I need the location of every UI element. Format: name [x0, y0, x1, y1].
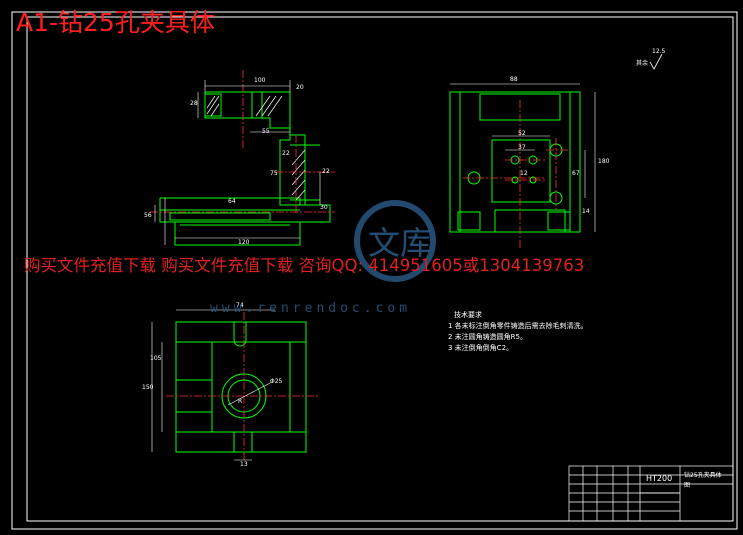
- watermark-logo: 文库: [354, 200, 436, 282]
- dim-label-88: 88: [510, 76, 518, 83]
- front-view: [159, 91, 331, 246]
- side-view-centerlines: [462, 100, 568, 250]
- dim-label-67: 67: [572, 170, 580, 177]
- title-block-part-name: 钻25孔夹具体: [684, 472, 722, 479]
- dim-label-22: 22: [282, 150, 290, 157]
- roughness-symbol: [649, 53, 663, 70]
- watermark-logo-text: 文库: [368, 224, 432, 262]
- front-view-hatch: [206, 95, 306, 201]
- dim-label-75: 75: [270, 170, 278, 177]
- watermark-text: 购买文件充值下载 购买文件充值下载 咨询QQ: 414951605或130413…: [24, 256, 585, 275]
- front-view-dimensions: [154, 80, 321, 245]
- dim-label-180: 180: [598, 158, 610, 165]
- dim-label-22b: 22: [322, 168, 330, 175]
- title-block: [568, 465, 734, 522]
- dim-label-150: 150: [142, 384, 154, 391]
- dim-label-37: 37: [518, 144, 526, 151]
- dim-label-56: 56: [144, 212, 152, 219]
- dim-label-12: 12: [520, 170, 528, 177]
- dim-label-64: 64: [228, 198, 236, 205]
- dim-label-55: 55: [262, 128, 270, 135]
- roughness-value: 12.5: [652, 48, 666, 55]
- dim-label-diameter: Φ25: [270, 378, 283, 385]
- dim-label-30: 30: [320, 204, 328, 211]
- plan-view-centerlines: [166, 312, 320, 462]
- dim-label-13: 13: [240, 461, 248, 468]
- dim-label-74: 74: [236, 302, 244, 309]
- sheet-border-outer: [11, 11, 738, 530]
- dim-label-100: 100: [254, 77, 266, 84]
- plan-view-dimensions: [151, 309, 275, 461]
- side-view-dimensions: [450, 83, 596, 232]
- tech-item-2: 2 未注圆角铸造圆角R5。: [448, 333, 527, 341]
- tech-item-1: 1 各未标注倒角零件铸造后需去除毛刺清洗。: [448, 322, 588, 330]
- dim-label-28: 28: [190, 100, 198, 107]
- title-block-material: HT200: [646, 474, 673, 483]
- front-view-centerlines: [150, 70, 335, 215]
- tech-heading: 技术要求: [454, 311, 482, 319]
- roughness-label: 其余: [636, 60, 649, 67]
- dim-label-120: 120: [238, 239, 250, 246]
- dim-label-r: R: [238, 398, 243, 405]
- dim-label-105: 105: [150, 355, 162, 362]
- tech-item-3: 3 未注倒角倒角C2。: [448, 344, 514, 352]
- page-title: A1-钻25孔夹具体: [16, 8, 215, 37]
- title-block-suffix: 图: [684, 482, 691, 489]
- side-view: [449, 91, 581, 233]
- plan-view: [175, 321, 307, 453]
- dim-label-52: 52: [518, 130, 526, 137]
- dim-label-20: 20: [296, 84, 304, 91]
- sheet-border-inner: [26, 16, 734, 522]
- tech-requirements: 技术要求 1 各未标注倒角零件铸造后需去除毛刺清洗。 2 未注圆角铸造圆角R5。…: [448, 310, 588, 354]
- dim-label-14: 14: [582, 208, 590, 215]
- watermark-url: www.renrendoc.com: [210, 301, 412, 316]
